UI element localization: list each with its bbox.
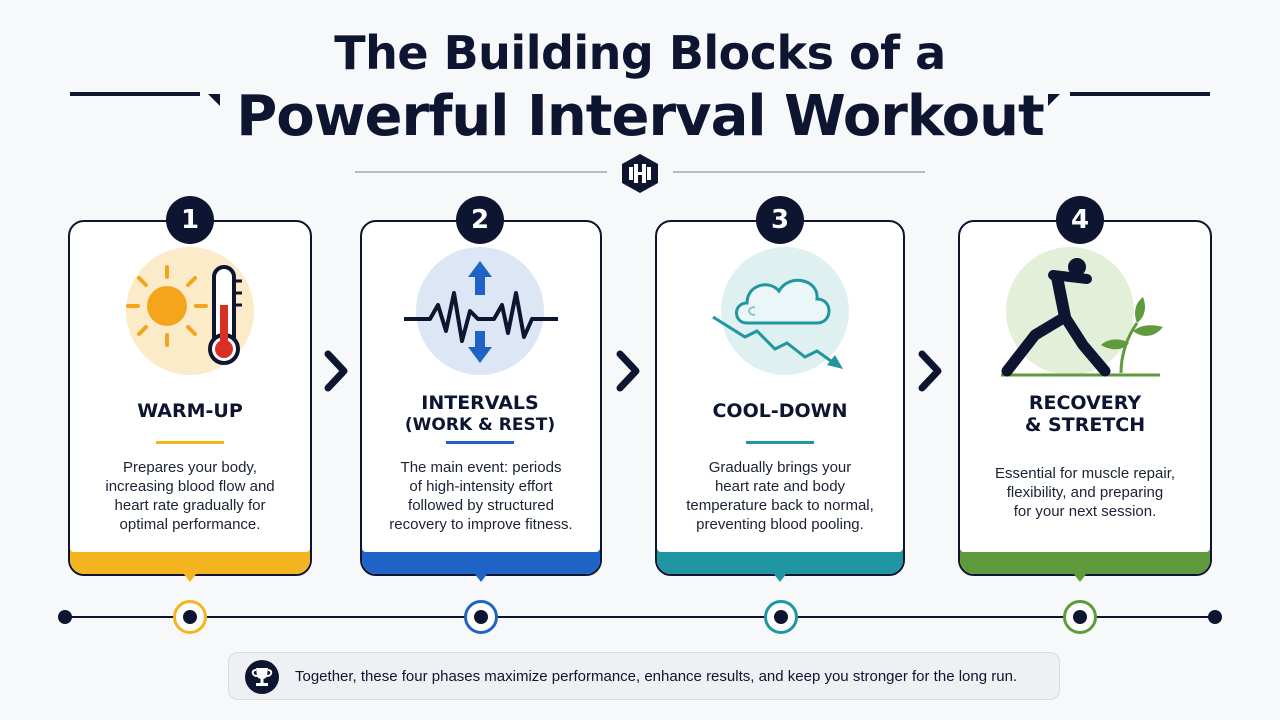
heading-line: RECOVERY: [1028, 392, 1142, 414]
cloud-downtrend-icon: [712, 247, 849, 375]
heading-underline: [746, 441, 814, 444]
desc-line: Essential for muscle repair,: [994, 465, 1176, 482]
step-heading-1: WARM-UP: [90, 400, 290, 422]
timeline-line: [66, 616, 1214, 618]
divider-left: [355, 171, 607, 173]
chevron-right-icon: [324, 350, 348, 392]
divider-right: [673, 171, 925, 173]
card-notch: [1063, 560, 1097, 582]
desc-line: optimal performance.: [119, 516, 261, 533]
stretch-plant-icon: [1001, 247, 1163, 377]
step-heading-2: INTERVALS (WORK & REST): [380, 392, 580, 436]
timeline-node-4: [1063, 600, 1097, 634]
dumbbell-icon: [622, 154, 658, 193]
title-left-rule: [70, 92, 220, 106]
title-line-1: The Building Blocks of a: [334, 26, 946, 80]
step-description-3: Gradually brings your heart rate and bod…: [665, 458, 895, 534]
timeline-node-2: [464, 600, 498, 634]
trophy-icon: [245, 660, 279, 694]
step-number-4: 4: [1056, 196, 1104, 244]
card-notch: [763, 560, 797, 582]
heading-underline: [446, 441, 514, 444]
footer-text: Together, these four phases maximize per…: [295, 668, 1018, 685]
step-number-3: 3: [756, 196, 804, 244]
desc-line: increasing blood flow and: [105, 478, 275, 495]
title-right-rule: [1048, 92, 1210, 106]
desc-line: Gradually brings your: [708, 459, 852, 476]
card-notch: [173, 560, 207, 582]
desc-line: followed by structured: [408, 497, 554, 514]
heading-line: INTERVALS: [421, 392, 539, 414]
desc-line: The main event: periods: [400, 459, 562, 476]
timeline-end-dot: [1208, 610, 1222, 624]
heading-line: & STRETCH: [1024, 414, 1146, 436]
desc-line: temperature back to normal,: [686, 497, 874, 514]
chevron-right-icon: [616, 350, 640, 392]
heading-line: (WORK & REST): [404, 415, 556, 435]
step-description-2: The main event: periods of high-intensit…: [370, 458, 592, 534]
step-heading-3: COOL-DOWN: [680, 400, 880, 422]
card-notch: [464, 560, 498, 582]
step-description-1: Prepares your body, increasing blood flo…: [80, 458, 300, 534]
timeline-start-dot: [58, 610, 72, 624]
step-number-2: 2: [456, 196, 504, 244]
sun-thermometer-icon: [126, 247, 254, 375]
step-heading-4: RECOVERY & STRETCH: [985, 392, 1185, 436]
step-description-4: Essential for muscle repair, flexibility…: [968, 464, 1202, 521]
heading-underline: [156, 441, 224, 444]
footer-banner: Together, these four phases maximize per…: [228, 652, 1060, 700]
title-line-2: Powerful Interval Workout: [236, 84, 1045, 149]
desc-line: heart rate gradually for: [114, 497, 266, 514]
heading-line: COOL-DOWN: [712, 400, 848, 422]
card-warm-up: [68, 220, 312, 576]
heading-line: WARM-UP: [137, 400, 243, 422]
step-number-1: 1: [166, 196, 214, 244]
desc-line: recovery to improve fitness.: [389, 516, 573, 533]
desc-line: for your next session.: [1013, 503, 1157, 520]
heartbeat-arrows-icon: [404, 247, 558, 375]
desc-line: flexibility, and preparing: [1006, 484, 1164, 501]
desc-line: Prepares your body,: [123, 459, 257, 476]
timeline-node-1: [173, 600, 207, 634]
desc-line: of high-intensity effort: [409, 478, 553, 495]
chevron-right-icon: [918, 350, 942, 392]
desc-line: preventing blood pooling.: [696, 516, 864, 533]
desc-line: heart rate and body: [714, 478, 846, 495]
timeline-node-3: [764, 600, 798, 634]
